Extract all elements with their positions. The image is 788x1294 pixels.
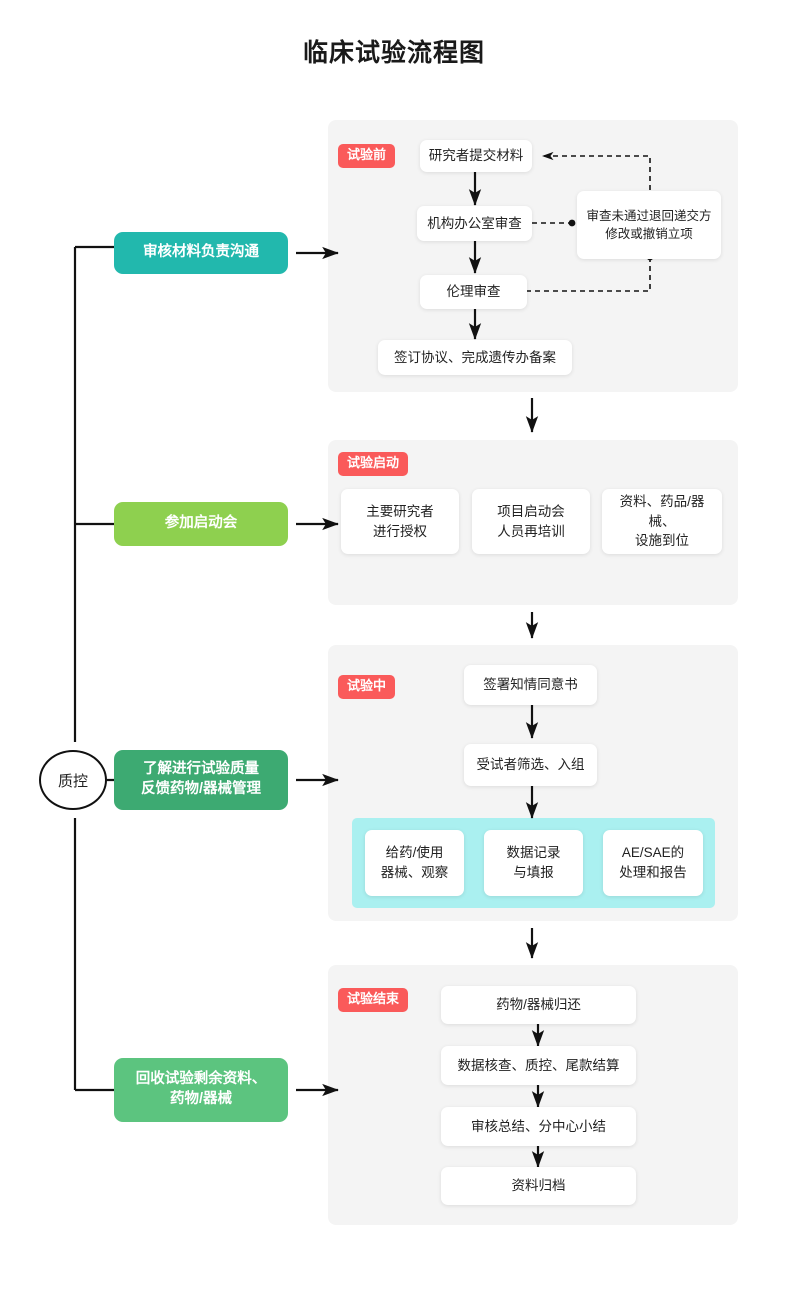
- step-summary-label: 审核总结、分中心小结: [471, 1118, 606, 1134]
- step-archive-label: 资料归档: [511, 1178, 566, 1194]
- step-office-label: 机构办公室审查: [427, 215, 522, 231]
- step-training[interactable]: 项目启动会 人员再培训: [472, 489, 590, 554]
- step-return-label: 药物/器械归还: [496, 997, 581, 1013]
- qc-node[interactable]: 质控: [39, 750, 107, 810]
- step-ready-label: 资料、药品/器械、 设施到位: [619, 494, 705, 549]
- stage-badge-during: 试验中: [338, 675, 396, 699]
- step-dosing[interactable]: 给药/使用 器械、观察: [365, 830, 464, 896]
- role-recover-label: 回收试验剩余资料、 药物/器械: [135, 1071, 267, 1107]
- sidebar-item-role-review[interactable]: 审核材料负责沟通: [114, 232, 288, 274]
- page-title: 临床试验流程图: [302, 39, 485, 67]
- step-audit-label: 数据核查、质控、尾款结算: [457, 1057, 620, 1073]
- step-ethics[interactable]: 伦理审查: [420, 275, 527, 309]
- step-auth-label: 主要研究者 进行授权: [366, 503, 434, 539]
- role-review-label: 审核材料负责沟通: [143, 244, 259, 261]
- step-screen[interactable]: 受试者筛选、入组: [464, 744, 597, 786]
- step-archive[interactable]: 资料归档: [441, 1167, 636, 1205]
- step-reject[interactable]: 审查未通过退回递交方 修改或撤销立项: [577, 191, 721, 259]
- step-audit[interactable]: 数据核查、质控、尾款结算: [441, 1046, 636, 1085]
- step-office[interactable]: 机构办公室审查: [417, 206, 532, 241]
- sidebar-item-role-kickoff[interactable]: 参加启动会: [114, 502, 288, 546]
- step-consent-label: 签署知情同意书: [483, 677, 578, 693]
- step-dosing-label: 给药/使用 器械、观察: [380, 845, 449, 880]
- step-consent[interactable]: 签署知情同意书: [464, 665, 597, 705]
- stage-badge-end: 试验结束: [338, 988, 409, 1012]
- qc-node-label: 质控: [57, 772, 88, 790]
- step-agreement-label: 签订协议、完成遗传办备案: [394, 349, 556, 365]
- step-submit-label: 研究者提交材料: [428, 148, 524, 164]
- step-training-label: 项目启动会 人员再培训: [497, 503, 565, 539]
- step-submit[interactable]: 研究者提交材料: [420, 140, 532, 172]
- stage-badge-start: 试验启动: [338, 452, 409, 476]
- step-reject-label: 审查未通过退回递交方 修改或撤销立项: [586, 208, 712, 241]
- step-screen-label: 受试者筛选、入组: [476, 757, 585, 773]
- stage-badge-pre: 试验前: [338, 144, 396, 168]
- step-return[interactable]: 药物/器械归还: [441, 986, 636, 1024]
- step-ethics-label: 伦理审查: [446, 284, 501, 300]
- step-records[interactable]: 数据记录 与填报: [484, 830, 583, 896]
- role-kickoff-label: 参加启动会: [164, 515, 238, 532]
- step-summary[interactable]: 审核总结、分中心小结: [441, 1107, 636, 1146]
- step-ae[interactable]: AE/SAE的 处理和报告: [603, 830, 703, 896]
- step-ae-label: AE/SAE的 处理和报告: [619, 845, 687, 880]
- step-auth[interactable]: 主要研究者 进行授权: [341, 489, 459, 554]
- role-quality-label: 了解进行试验质量 反馈药物/器械管理: [140, 761, 262, 797]
- step-ready[interactable]: 资料、药品/器械、 设施到位: [602, 489, 722, 554]
- sidebar-item-role-quality[interactable]: 了解进行试验质量 反馈药物/器械管理: [114, 750, 288, 810]
- step-records-label: 数据记录 与填报: [506, 845, 561, 880]
- sidebar-item-role-recover[interactable]: 回收试验剩余资料、 药物/器械: [114, 1058, 288, 1122]
- step-agreement[interactable]: 签订协议、完成遗传办备案: [378, 340, 572, 375]
